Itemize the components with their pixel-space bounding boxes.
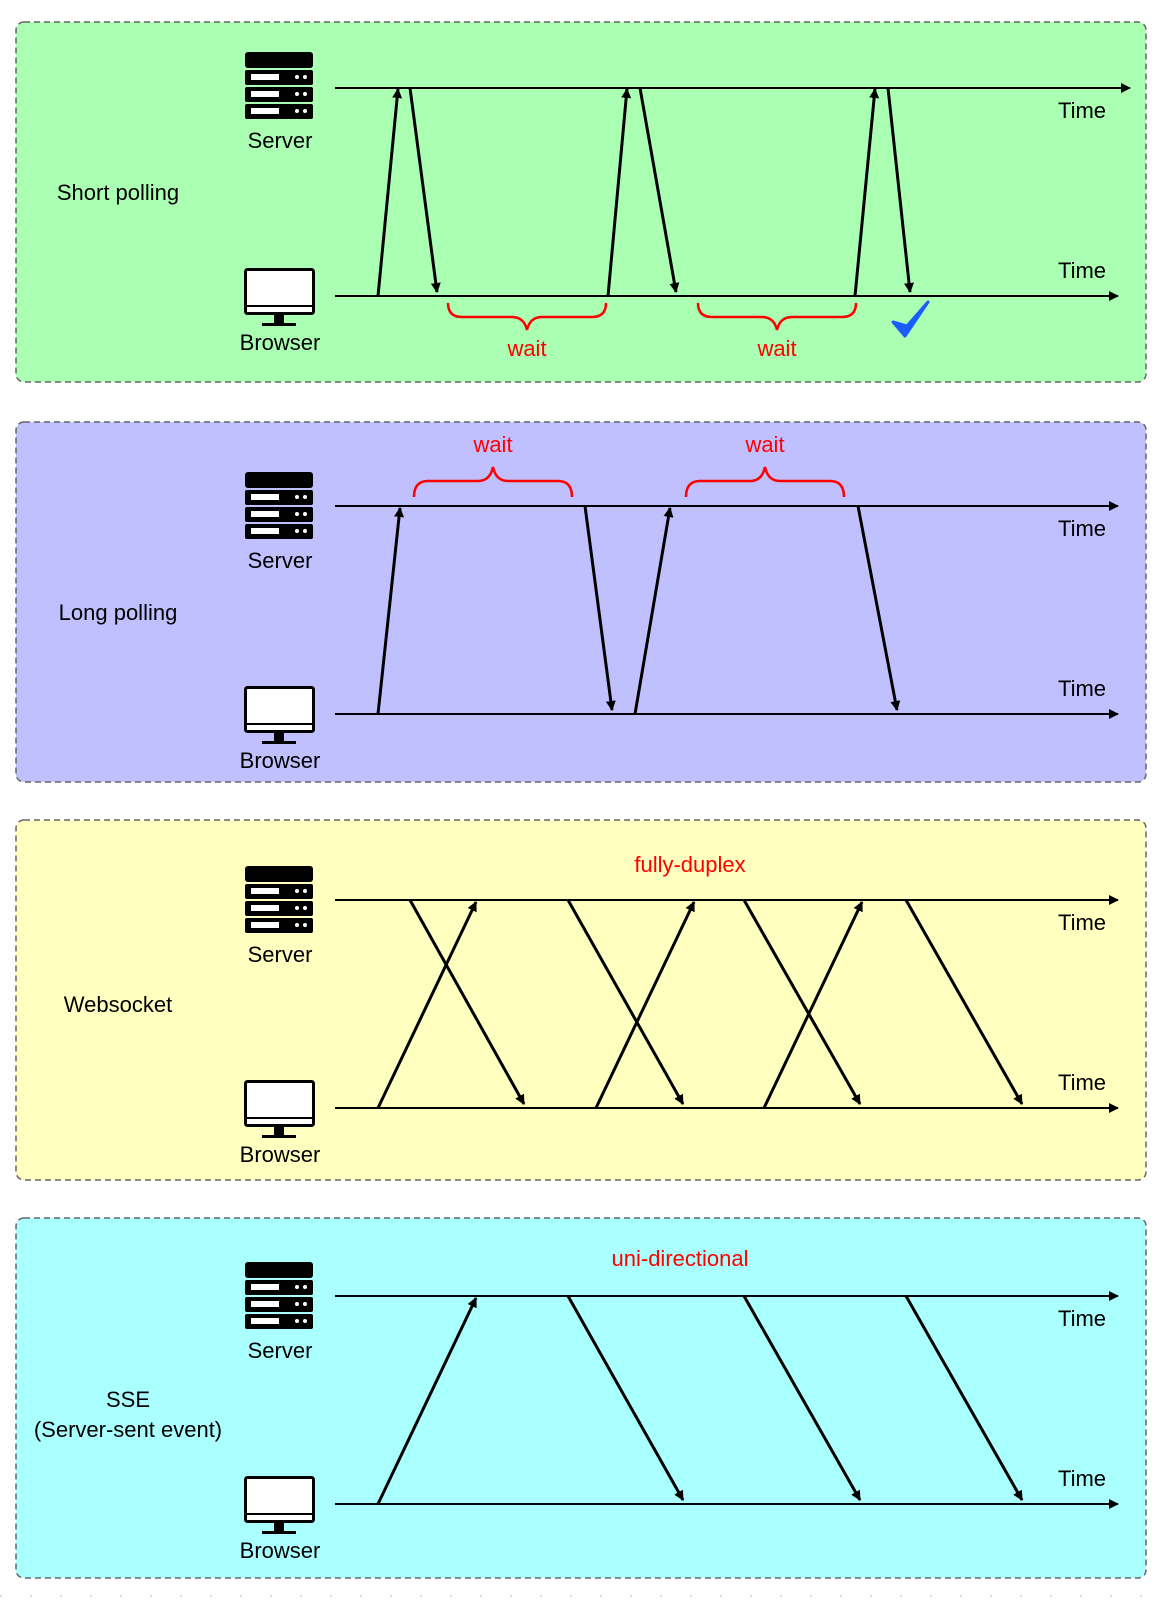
server-label: Server bbox=[248, 548, 313, 573]
browser-label: Browser bbox=[240, 1142, 321, 1167]
response-arrow bbox=[408, 87, 441, 293]
wait-brace bbox=[684, 466, 846, 498]
browser-label: Browser bbox=[240, 748, 321, 773]
panel-long-polling: Long polling Server Browser Time Time wa… bbox=[15, 421, 1147, 783]
server-to-browser-arrow bbox=[904, 899, 1024, 1105]
browser-label: Browser bbox=[240, 1538, 321, 1563]
time-label: Time bbox=[1058, 676, 1106, 701]
time-label: Time bbox=[1058, 1070, 1106, 1095]
browser-to-server-arrow bbox=[376, 1297, 478, 1505]
wait-brace bbox=[446, 302, 608, 331]
wait-label: wait bbox=[744, 432, 784, 457]
server-to-browser-arrow bbox=[742, 899, 862, 1105]
browser-label: Browser bbox=[240, 330, 321, 355]
request-arrow bbox=[633, 507, 674, 715]
request-arrow bbox=[376, 88, 403, 297]
panel-short-polling: Short polling Server Browser Time Time w… bbox=[15, 21, 1147, 383]
request-arrow bbox=[606, 88, 632, 297]
server-label: Server bbox=[248, 942, 313, 967]
wait-label: wait bbox=[472, 432, 512, 457]
check-mark-icon bbox=[891, 300, 930, 338]
time-label: Time bbox=[1058, 910, 1106, 935]
wait-label: wait bbox=[756, 336, 796, 361]
server-to-browser-arrow bbox=[904, 1295, 1024, 1501]
panel-title: SSE bbox=[106, 1387, 150, 1412]
response-arrow bbox=[856, 505, 901, 711]
time-label: Time bbox=[1058, 98, 1106, 123]
panel-title: Long polling bbox=[59, 600, 178, 625]
wait-brace bbox=[696, 302, 858, 331]
time-label: Time bbox=[1058, 1306, 1106, 1331]
wait-brace bbox=[412, 466, 574, 498]
server-to-browser-arrow bbox=[566, 899, 685, 1105]
time-label: Time bbox=[1058, 1466, 1106, 1491]
server-label: Server bbox=[248, 1338, 313, 1363]
panel-title: Short polling bbox=[57, 180, 179, 205]
response-arrow bbox=[886, 87, 915, 293]
panel-sse: SSE (Server-sent event) uni-directional … bbox=[15, 1217, 1147, 1579]
request-arrow bbox=[376, 507, 405, 715]
panel-subtitle: (Server-sent event) bbox=[34, 1417, 222, 1442]
server-to-browser-arrow bbox=[408, 899, 526, 1105]
panel-note: fully-duplex bbox=[634, 852, 745, 877]
panel-note: uni-directional bbox=[612, 1246, 749, 1271]
server-label: Server bbox=[248, 128, 313, 153]
request-arrow bbox=[853, 88, 880, 297]
time-label: Time bbox=[1058, 516, 1106, 541]
server-to-browser-arrow bbox=[742, 1295, 862, 1501]
panel-title: Websocket bbox=[64, 992, 172, 1017]
response-arrow bbox=[638, 87, 680, 293]
wait-label: wait bbox=[506, 336, 546, 361]
response-arrow bbox=[583, 505, 616, 711]
browser-to-server-arrow bbox=[376, 901, 478, 1109]
time-label: Time bbox=[1058, 258, 1106, 283]
panel-websocket: Websocket fully-duplex Server Browser Ti… bbox=[15, 819, 1147, 1181]
server-to-browser-arrow bbox=[566, 1295, 685, 1501]
browser-to-server-arrow bbox=[594, 901, 696, 1109]
browser-to-server-arrow bbox=[762, 901, 864, 1109]
